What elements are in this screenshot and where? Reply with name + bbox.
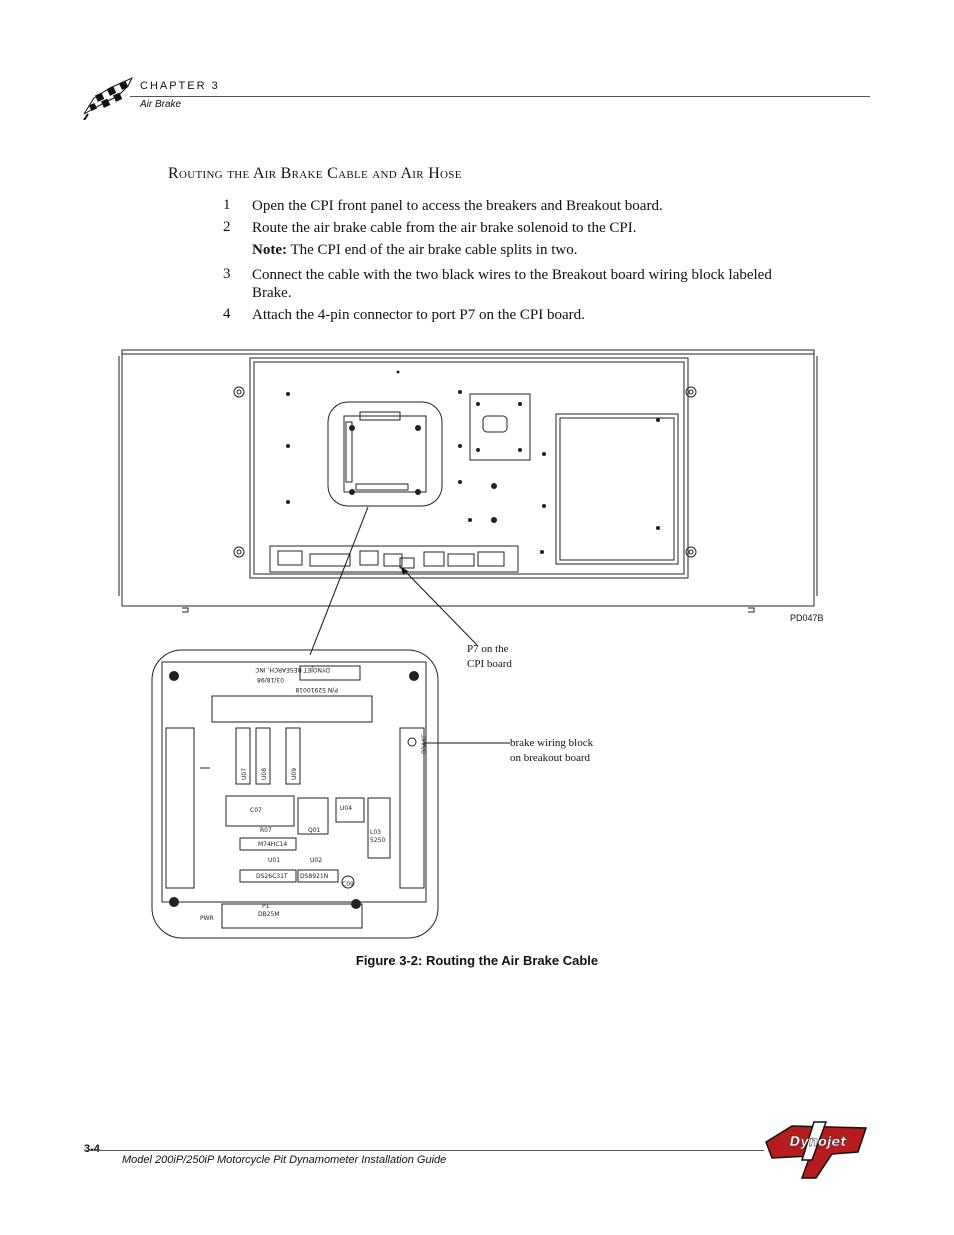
callout-p7-line1: P7 on the bbox=[467, 643, 509, 655]
figure-caption: Figure 3-2: Routing the Air Brake Cable bbox=[355, 953, 599, 968]
board-p1: P1 bbox=[262, 903, 270, 910]
board-q01: Q01 bbox=[308, 827, 321, 834]
board-r07: R07 bbox=[260, 827, 272, 834]
callout-brake-line2: on breakout board bbox=[510, 752, 591, 764]
step-4-number: 4 bbox=[223, 306, 231, 322]
chapter-subtitle: Air Brake bbox=[140, 99, 182, 110]
header-rule bbox=[130, 96, 870, 97]
step-1-text: Open the CPI front panel to access the b… bbox=[252, 198, 663, 214]
dynojet-logo: Dynojet bbox=[765, 1121, 868, 1179]
board-u01: U01 bbox=[268, 857, 280, 864]
board-p1-type: DB25M bbox=[258, 911, 280, 918]
part-code: PD047B bbox=[790, 613, 824, 623]
callout-brake: brake wiring block on breakout board bbox=[510, 736, 593, 766]
callout-p7: P7 on the CPI board bbox=[467, 642, 512, 672]
board-u01-part: DS26C31T bbox=[256, 873, 288, 880]
board-u04: U04 bbox=[340, 805, 352, 812]
step-3-text: Connect the cable with the two black wir… bbox=[252, 267, 772, 301]
note: Note: The CPI end of the air brake cable… bbox=[252, 241, 822, 259]
dynojet-logo-text: Dynojet bbox=[790, 1135, 848, 1150]
page-number: 3-4 bbox=[84, 1143, 100, 1155]
board-pwr: PWR bbox=[200, 915, 214, 922]
step-2-number: 2 bbox=[223, 219, 231, 235]
board-u07: U07 bbox=[241, 768, 248, 780]
cpi-enclosure-diagram bbox=[118, 349, 818, 613]
leader-lines bbox=[309, 506, 478, 656]
footer-rule bbox=[84, 1150, 764, 1151]
section-title: Routing the Air Brake Cable and Air Hose bbox=[168, 165, 462, 182]
step-2-text: Route the air brake cable from the air b… bbox=[252, 220, 637, 236]
step-3-number: 3 bbox=[223, 266, 231, 282]
document-title: Model 200iP/250iP Motorcycle Pit Dynamom… bbox=[122, 1154, 447, 1166]
chapter-label: Chapter 3 bbox=[140, 80, 220, 92]
note-text: The CPI end of the air brake cable split… bbox=[290, 242, 578, 258]
callout-brake-line1: brake wiring block bbox=[510, 737, 594, 749]
board-c07: C07 bbox=[250, 807, 262, 814]
board-u02: U02 bbox=[310, 857, 322, 864]
board-maker: DYNOJET RESEARCH, INC bbox=[255, 666, 330, 673]
board-u07-part: M74HC14 bbox=[258, 841, 287, 848]
step-4-text: Attach the 4-pin connector to port P7 on… bbox=[252, 307, 585, 323]
board-l03: L03 bbox=[370, 829, 381, 836]
board-u09: U09 bbox=[291, 768, 298, 780]
board-c09: C09 bbox=[342, 881, 354, 888]
board-u02-part: DS8921N bbox=[300, 873, 328, 880]
board-pn: P/N 52910018 bbox=[295, 686, 338, 693]
note-label: Note: bbox=[252, 242, 287, 258]
checkered-flag-icon bbox=[83, 76, 134, 120]
step-1-number: 1 bbox=[223, 197, 231, 213]
callout-p7-line2: CPI board bbox=[467, 658, 512, 670]
breakout-board-diagram: 03/18/98 DYNOJET RESEARCH, INC P/N 52910… bbox=[151, 649, 439, 939]
board-date: 03/18/98 bbox=[257, 676, 284, 683]
board-brake: BRAKE bbox=[421, 734, 428, 754]
board-l03-part: 5250 bbox=[370, 837, 385, 844]
board-u08: U08 bbox=[261, 768, 268, 780]
